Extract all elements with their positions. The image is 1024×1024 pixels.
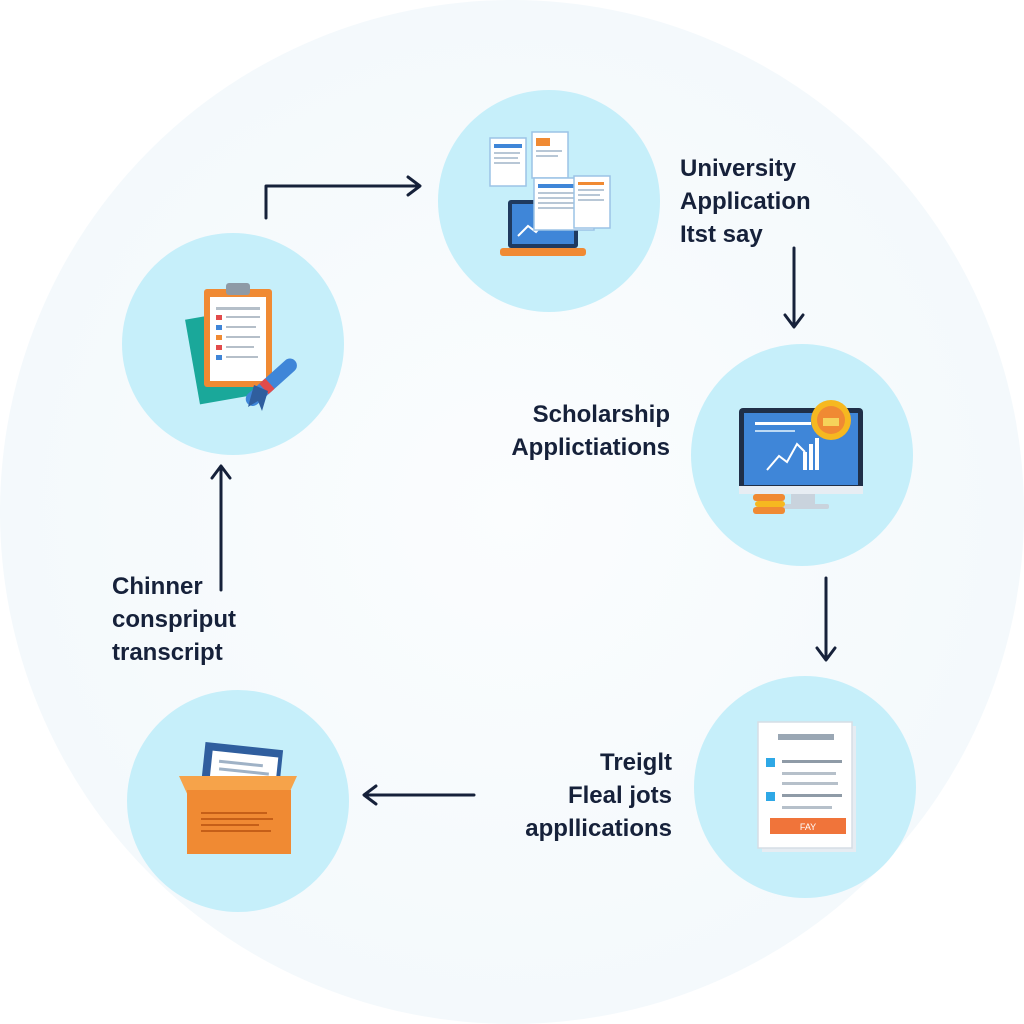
label-feal-jots-applications: Treiglt Fleal jots appllications — [472, 746, 672, 845]
label-line: conspriput — [112, 606, 236, 633]
label-line: Scholarship — [532, 401, 670, 428]
label-scholarship-applications: Scholarship Applictiations — [470, 398, 670, 464]
clipboard-diploma-icon — [185, 283, 297, 411]
label-line: appllications — [525, 815, 672, 842]
label-line: Application — [680, 188, 811, 215]
label-line: Chinner — [112, 573, 203, 600]
arrow-feal-jots-to-folder — [362, 784, 476, 806]
label-line: Fleal jots — [567, 782, 672, 809]
form-button-text: FAY — [800, 822, 816, 832]
node-scholarship-applications — [691, 344, 913, 566]
label-line: Treiglt — [599, 749, 672, 776]
form-submit-button — [770, 818, 846, 834]
node-folder-documents — [127, 690, 349, 912]
label-line: Itst say — [680, 221, 763, 248]
label-transcript: Chinner conspriput transcript — [112, 570, 236, 669]
label-line: transcript — [112, 639, 223, 666]
laptop-documents-icon — [489, 131, 611, 256]
label-line: Applictiations — [511, 434, 670, 461]
form-document-icon: FAY — [757, 721, 856, 852]
node-university-application — [438, 90, 660, 312]
arrow-scholarship-to-feal-jots — [815, 576, 837, 662]
node-transcript — [122, 233, 344, 455]
monitor-chart-award-icon — [739, 400, 863, 514]
arrow-transcript-to-university — [264, 175, 422, 220]
label-line: University — [680, 155, 797, 182]
node-feal-jots-applications: FAY — [694, 676, 916, 898]
arrow-folder-to-transcript — [210, 464, 232, 592]
label-university-application: University Application Itst say — [680, 152, 811, 251]
folder-documents-icon — [179, 742, 297, 854]
arrow-university-to-scholarship — [783, 246, 805, 329]
